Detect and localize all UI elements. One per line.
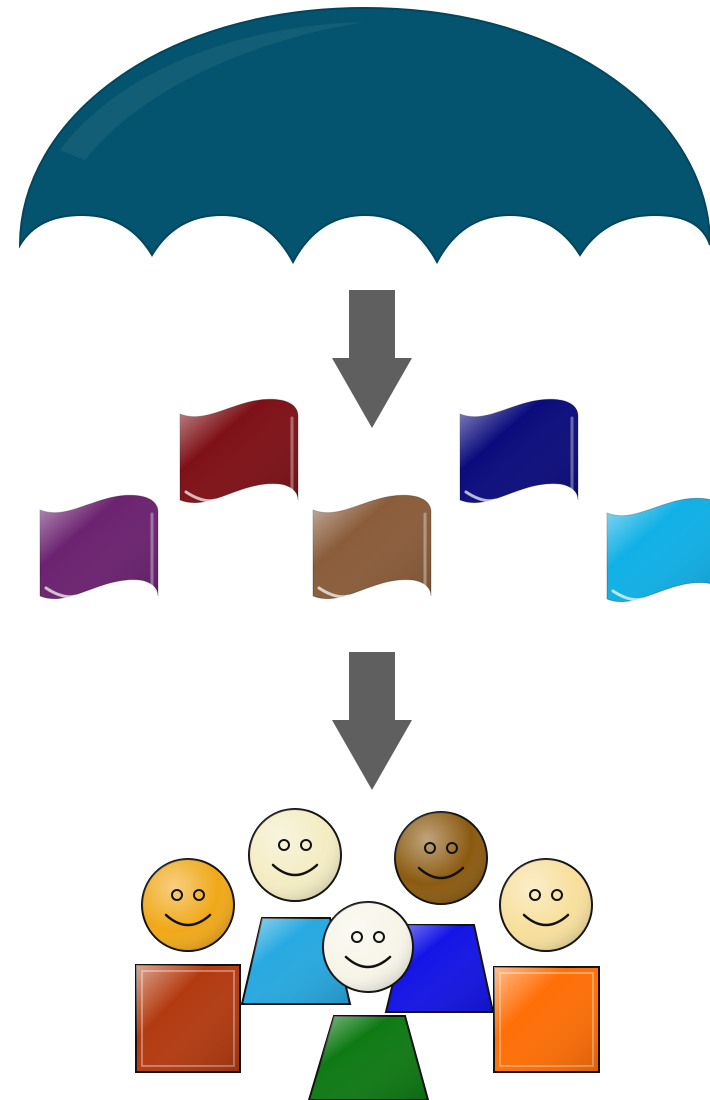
smiley-face-icon — [141, 858, 235, 952]
person-body — [493, 966, 600, 1073]
person-brown-blue — [384, 811, 495, 1013]
person-body — [135, 964, 241, 1073]
flag-light-blue — [606, 497, 710, 603]
smiley-face-icon — [322, 901, 414, 993]
smiley-face-icon — [248, 808, 342, 902]
person-body — [307, 1015, 430, 1100]
umbrella-canopy-icon — [18, 6, 710, 265]
flags-group — [39, 398, 710, 603]
people-group — [135, 808, 600, 1100]
flag-purple — [39, 494, 159, 600]
flag-dark-red — [179, 398, 299, 504]
flag-navy — [459, 398, 579, 504]
flag-brown — [312, 494, 432, 600]
person-white-green — [307, 901, 430, 1100]
smiley-face-icon — [499, 858, 593, 952]
down-arrow-icon — [332, 290, 412, 428]
person-beige-orange — [493, 858, 600, 1073]
person-orange-rust — [135, 858, 241, 1073]
down-arrow-icon — [332, 652, 412, 790]
smiley-face-icon — [394, 811, 488, 905]
